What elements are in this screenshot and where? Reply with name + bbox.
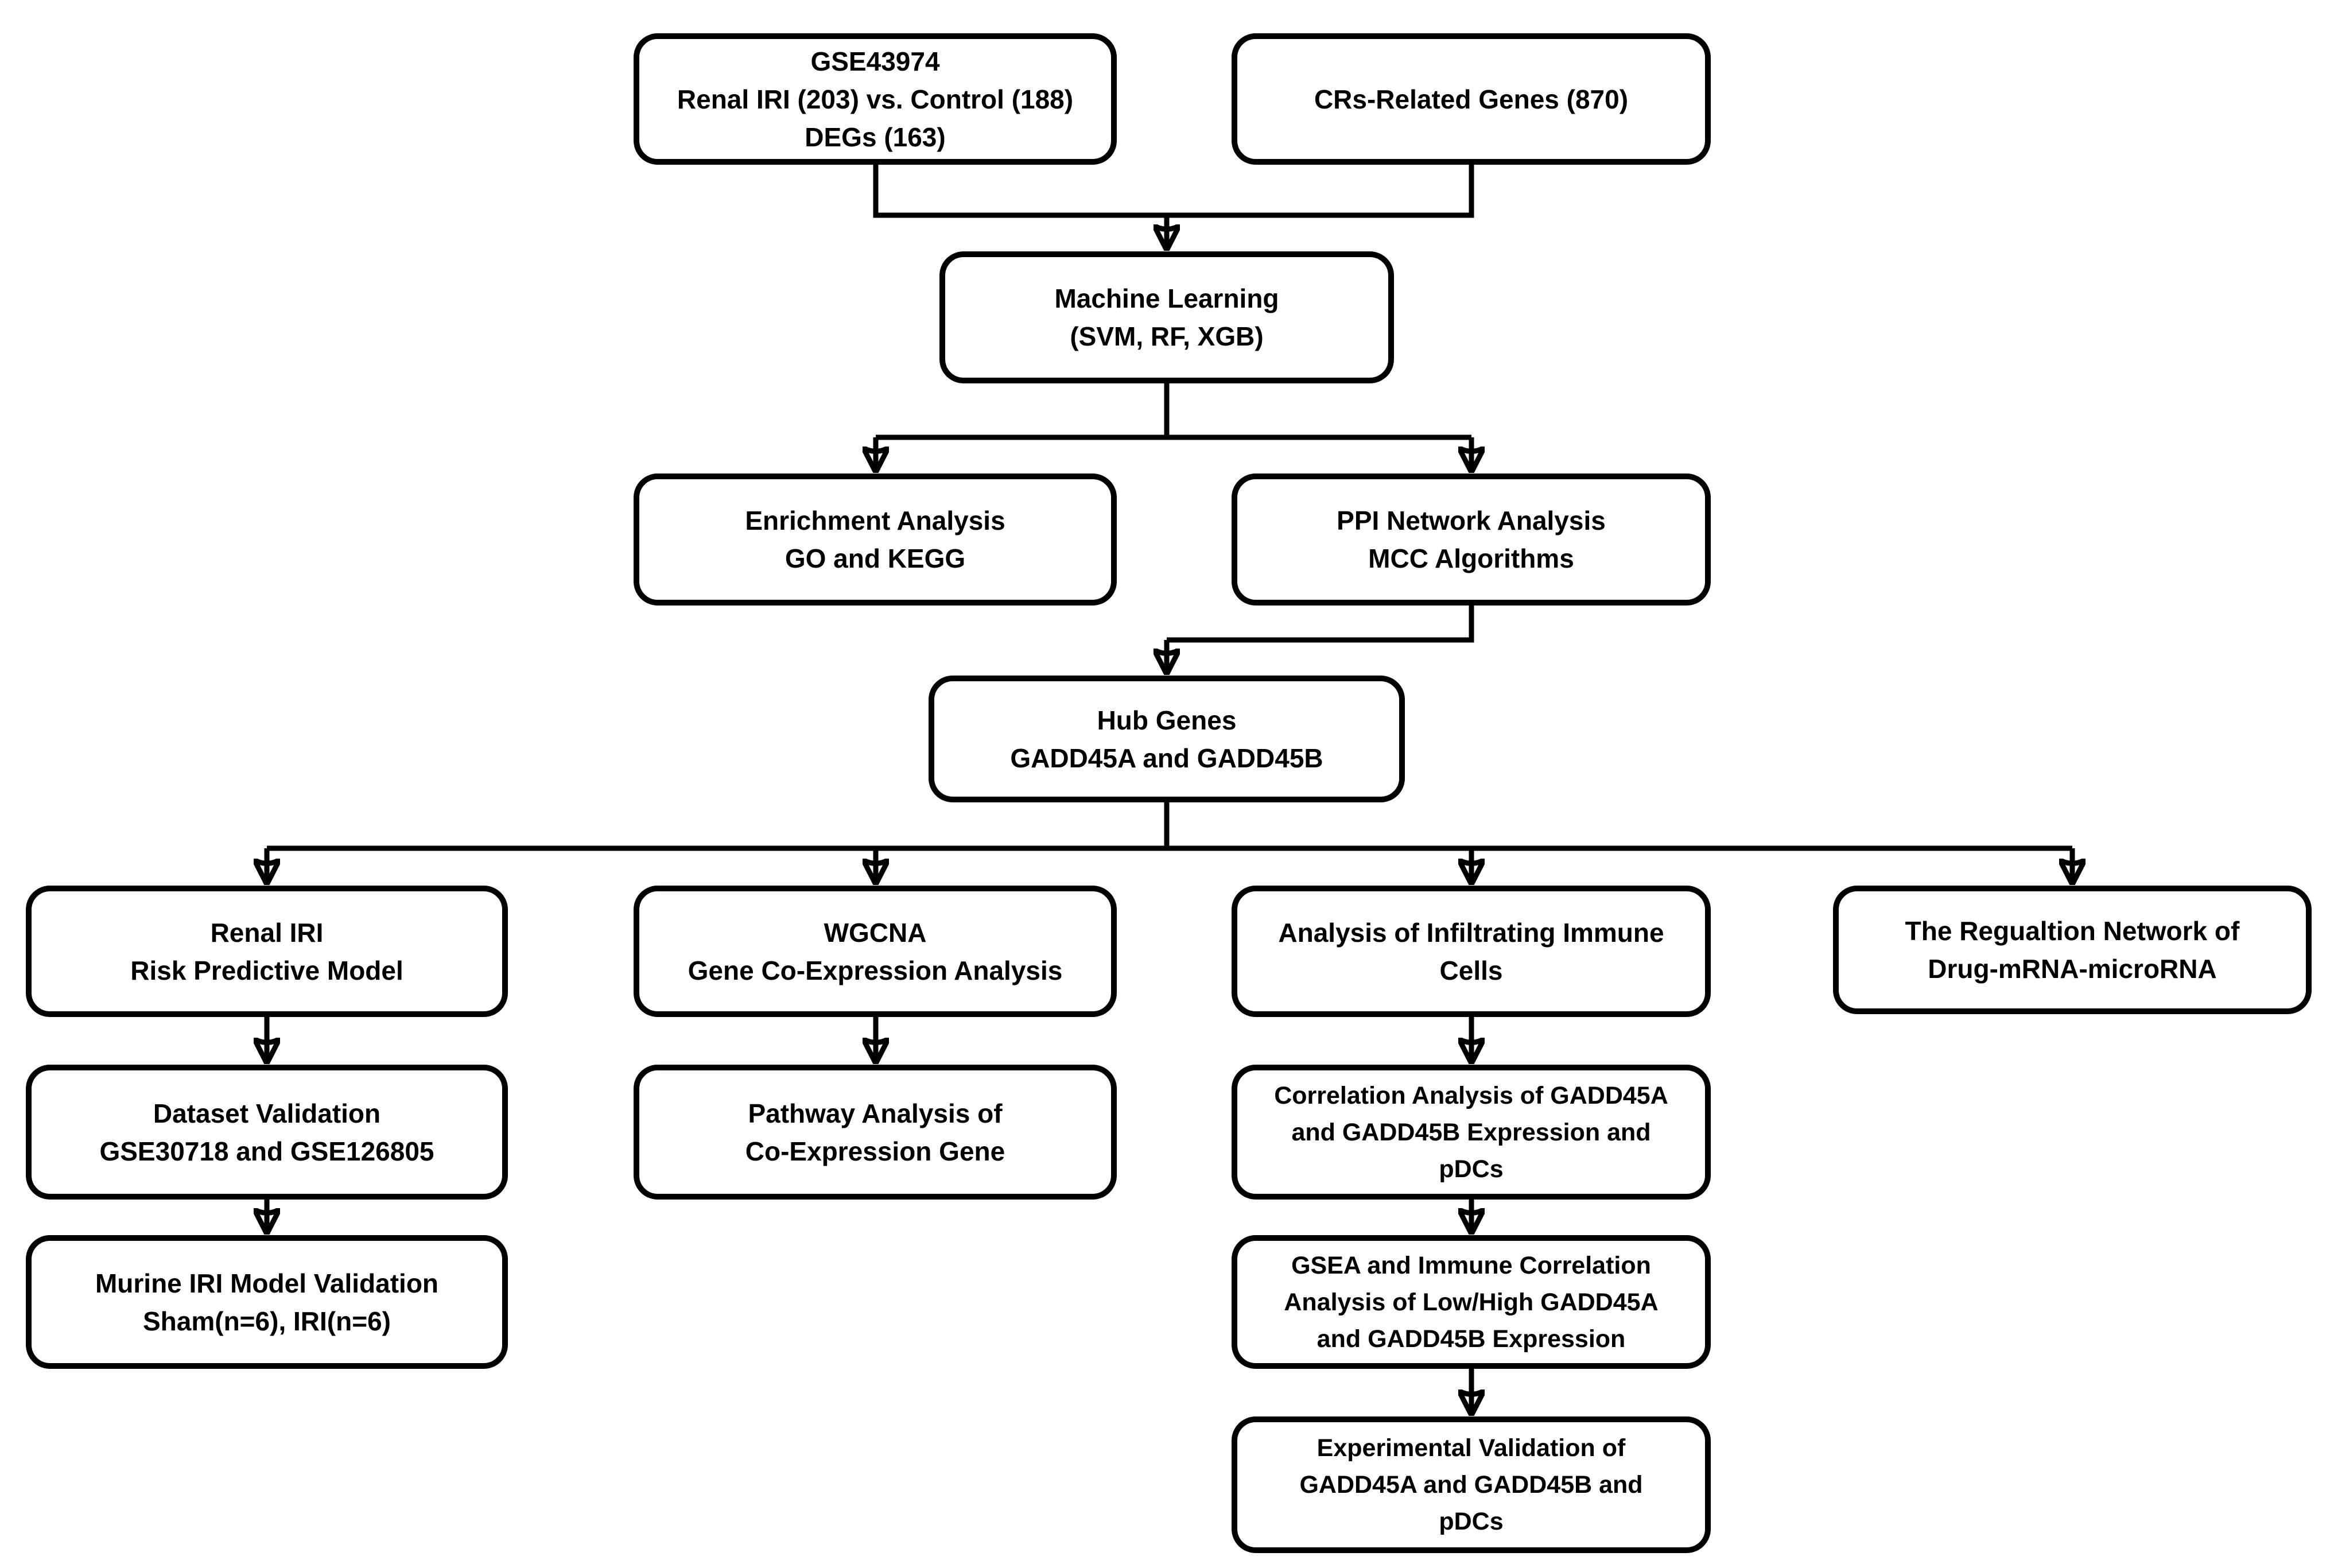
connector-hub-split	[267, 802, 2072, 851]
node-gsea-immune: GSEA and Immune Correlation Analysis of …	[1232, 1235, 1711, 1369]
node-machine-learning-label: Machine Learning (SVM, RF, XGB)	[1054, 284, 1279, 351]
node-regulation-network: The Regualtion Network of Drug-mRNA-micr…	[1833, 886, 2312, 1014]
connector-inputs-join	[873, 165, 1474, 218]
node-hub-genes-label: Hub Genes GADD45A and GADD45B	[1010, 705, 1323, 773]
node-dataset-validation: Dataset Validation GSE30718 and GSE12680…	[26, 1065, 508, 1200]
node-correlation-pdcs-label: Correlation Analysis of GADD45A and GADD…	[1274, 1081, 1668, 1183]
node-wgcna: WGCNA Gene Co-Expression Analysis	[634, 886, 1117, 1017]
connector-ml-split	[876, 383, 1471, 440]
node-risk-model-label: Renal IRI Risk Predictive Model	[130, 917, 403, 985]
node-correlation-pdcs: Correlation Analysis of GADD45A and GADD…	[1232, 1065, 1711, 1200]
node-crs-related-genes: CRs-Related Genes (870)	[1232, 33, 1711, 165]
node-ppi-network: PPI Network Analysis MCC Algorithms	[1232, 473, 1711, 606]
node-pathway-analysis: Pathway Analysis of Co-Expression Gene	[634, 1065, 1117, 1200]
connector-ppi-to-hub	[1167, 606, 1474, 643]
node-machine-learning: Machine Learning (SVM, RF, XGB)	[939, 251, 1394, 383]
node-wgcna-label: WGCNA Gene Co-Expression Analysis	[688, 917, 1063, 985]
node-enrichment-analysis: Enrichment Analysis GO and KEGG	[634, 473, 1117, 606]
node-murine-validation: Murine IRI Model Validation Sham(n=6), I…	[26, 1235, 508, 1369]
node-pathway-analysis-label: Pathway Analysis of Co-Expression Gene	[745, 1098, 1005, 1166]
node-gsea-immune-label: GSEA and Immune Correlation Analysis of …	[1284, 1251, 1659, 1353]
node-enrichment-analysis-label: Enrichment Analysis GO and KEGG	[745, 506, 1005, 573]
node-gse43974-degs-label: GSE43974 Renal IRI (203) vs. Control (18…	[677, 46, 1074, 152]
node-hub-genes: Hub Genes GADD45A and GADD45B	[929, 676, 1405, 802]
node-ppi-network-label: PPI Network Analysis MCC Algorithms	[1337, 506, 1606, 573]
node-immune-cells: Analysis of Infiltrating Immune Cells	[1232, 886, 1711, 1017]
node-dataset-validation-label: Dataset Validation GSE30718 and GSE12680…	[99, 1098, 434, 1166]
node-regulation-network-label: The Regualtion Network of Drug-mRNA-micr…	[1905, 916, 2240, 984]
node-gse43974-degs: GSE43974 Renal IRI (203) vs. Control (18…	[634, 33, 1117, 165]
node-experimental-validation: Experimental Validation of GADD45A and G…	[1232, 1416, 1711, 1553]
node-immune-cells-label: Analysis of Infiltrating Immune Cells	[1278, 917, 1664, 985]
node-murine-validation-label: Murine IRI Model Validation Sham(n=6), I…	[95, 1268, 439, 1336]
node-experimental-validation-label: Experimental Validation of GADD45A and G…	[1299, 1434, 1643, 1535]
node-risk-model: Renal IRI Risk Predictive Model	[26, 886, 508, 1017]
node-crs-related-genes-label: CRs-Related Genes (870)	[1314, 84, 1629, 114]
